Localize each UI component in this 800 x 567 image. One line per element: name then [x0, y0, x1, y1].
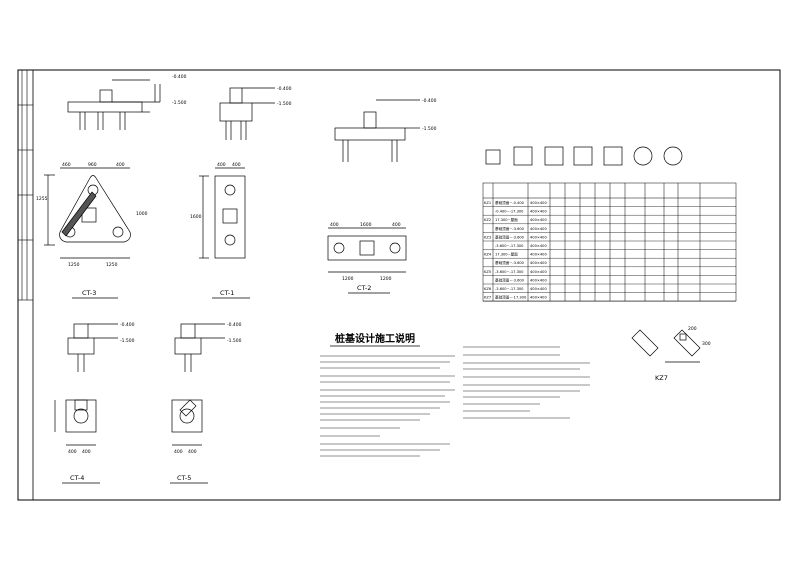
table-cell: 400×400	[530, 261, 547, 265]
kz7-label: KZ7	[655, 374, 668, 382]
column-section-icons	[485, 146, 683, 166]
ct1-dim-400a: 400	[217, 162, 226, 168]
table-cell: 基础顶面~-3.600	[495, 226, 525, 231]
left-title-strip	[18, 70, 33, 301]
table-cell: 400×400	[530, 253, 547, 257]
ct2-plan	[327, 227, 407, 273]
table-rows: KZ1 基础顶面~-0.400 400×400 -0.400~-17.300 400×4…	[483, 200, 736, 302]
table-cell: -3.600~-17.300	[495, 287, 524, 291]
table-cell: 基础顶面~-0.400	[495, 200, 525, 205]
ct4-elev-bottom: -1.500	[120, 338, 135, 344]
notes-col-left	[320, 355, 455, 457]
notes-title: 桩基设计施工说明	[335, 332, 415, 345]
ct3-dim-1250a: 1250	[68, 262, 80, 268]
inner-border	[32, 69, 781, 501]
ct1-dim-400b: 400	[232, 162, 241, 168]
ct3-elev-top: -0.400	[172, 74, 187, 80]
table-cell: 400×400	[530, 270, 547, 274]
ct4-elev-top: -0.400	[120, 322, 135, 328]
ct3-dim-1255: 1255	[36, 196, 48, 202]
table-cell: KZ5	[484, 270, 491, 274]
ct3-label: CT-3	[82, 289, 96, 297]
table-cell: -0.400~-17.300	[495, 210, 524, 214]
ct2-section	[334, 99, 420, 162]
ct2-dim-1600: 1600	[360, 222, 372, 228]
ct3-dim-960: 960	[88, 162, 97, 168]
table-cell: -3.600~-17.300	[495, 270, 524, 274]
ct2-elev-bottom: -1.500	[422, 126, 437, 132]
notes-col-right	[463, 346, 590, 419]
table-cell: KZ3	[484, 235, 491, 239]
table-cell: KZ6	[484, 287, 492, 291]
ct4-plan	[54, 399, 97, 446]
table-cell: KZ4	[484, 253, 492, 257]
ct3-plan	[44, 167, 131, 259]
ct1-label: CT-1	[220, 289, 234, 297]
ct3-dim-460: 460	[62, 162, 71, 168]
ct2-elev-top: -0.400	[422, 98, 437, 104]
ct5-dim-400b: 400	[188, 449, 197, 455]
ct1-dim-1600: 1600	[190, 214, 202, 220]
ct5-section	[174, 323, 225, 372]
ct2-dim-400a: 400	[330, 222, 339, 228]
ct1-plan	[199, 167, 246, 259]
ct5-plan	[171, 399, 203, 446]
table-cell: 17.300~屋面	[495, 252, 518, 257]
table-cell: KZ1	[484, 201, 491, 205]
ct2-label: CT-2	[357, 284, 371, 292]
ct4-dim-400b: 400	[82, 449, 91, 455]
table-cell: -3.600~-17.300	[495, 244, 524, 248]
ct3-elev-bottom: -1.500	[172, 100, 187, 106]
ct1-elev-bottom: -1.500	[277, 101, 292, 107]
table-cell: 17.300~屋面	[495, 217, 518, 222]
table-cell: 400×400	[530, 287, 547, 291]
ct2-dim-1200b: 1200	[380, 276, 392, 282]
ct5-elev-bottom: -1.500	[227, 338, 242, 344]
ct3-section	[67, 79, 161, 130]
table-cell: 基础顶面~-3.600	[495, 234, 525, 239]
ct2-dim-400b: 400	[392, 222, 401, 228]
ct1-section	[219, 87, 275, 140]
table-cell: 基础顶面~-3.600	[495, 277, 525, 282]
sheet-border	[17, 69, 781, 501]
ct5-dim-400a: 400	[174, 449, 183, 455]
ct5-label: CT-5	[177, 474, 191, 482]
ct4-label: CT-4	[70, 474, 84, 482]
table-cell: 400×400	[530, 218, 547, 222]
ct3-dim-400: 400	[116, 162, 125, 168]
table-cell: KZ7	[484, 296, 491, 300]
table-cell: 基础顶面~-3.600	[495, 260, 525, 265]
table-cell: 400×400	[530, 296, 547, 300]
kz7-detail	[631, 329, 701, 363]
table-cell: 400×400	[530, 235, 547, 239]
ct5-elev-top: -0.400	[227, 322, 242, 328]
table-cell: 400×400	[530, 227, 547, 231]
table-cell: 400×400	[530, 210, 547, 214]
ct4-section	[67, 323, 118, 372]
ct1-elev-top: -0.400	[277, 86, 292, 92]
table-cell: 400×400	[530, 278, 547, 282]
table-cell: 400×400	[530, 244, 547, 248]
ct3-dim-1250b: 1250	[106, 262, 118, 268]
kz7-dim-a: 200	[688, 326, 697, 332]
ct3-dim-1000: 1000	[136, 211, 148, 217]
table-cell: 基础顶面~-17.300	[495, 295, 527, 300]
table-cell: 400×400	[530, 201, 547, 205]
ct2-dim-1200a: 1200	[342, 276, 354, 282]
ct4-dim-400a: 400	[68, 449, 77, 455]
table-cell: KZ2	[484, 218, 491, 222]
kz7-dim-d: 300	[702, 341, 711, 347]
